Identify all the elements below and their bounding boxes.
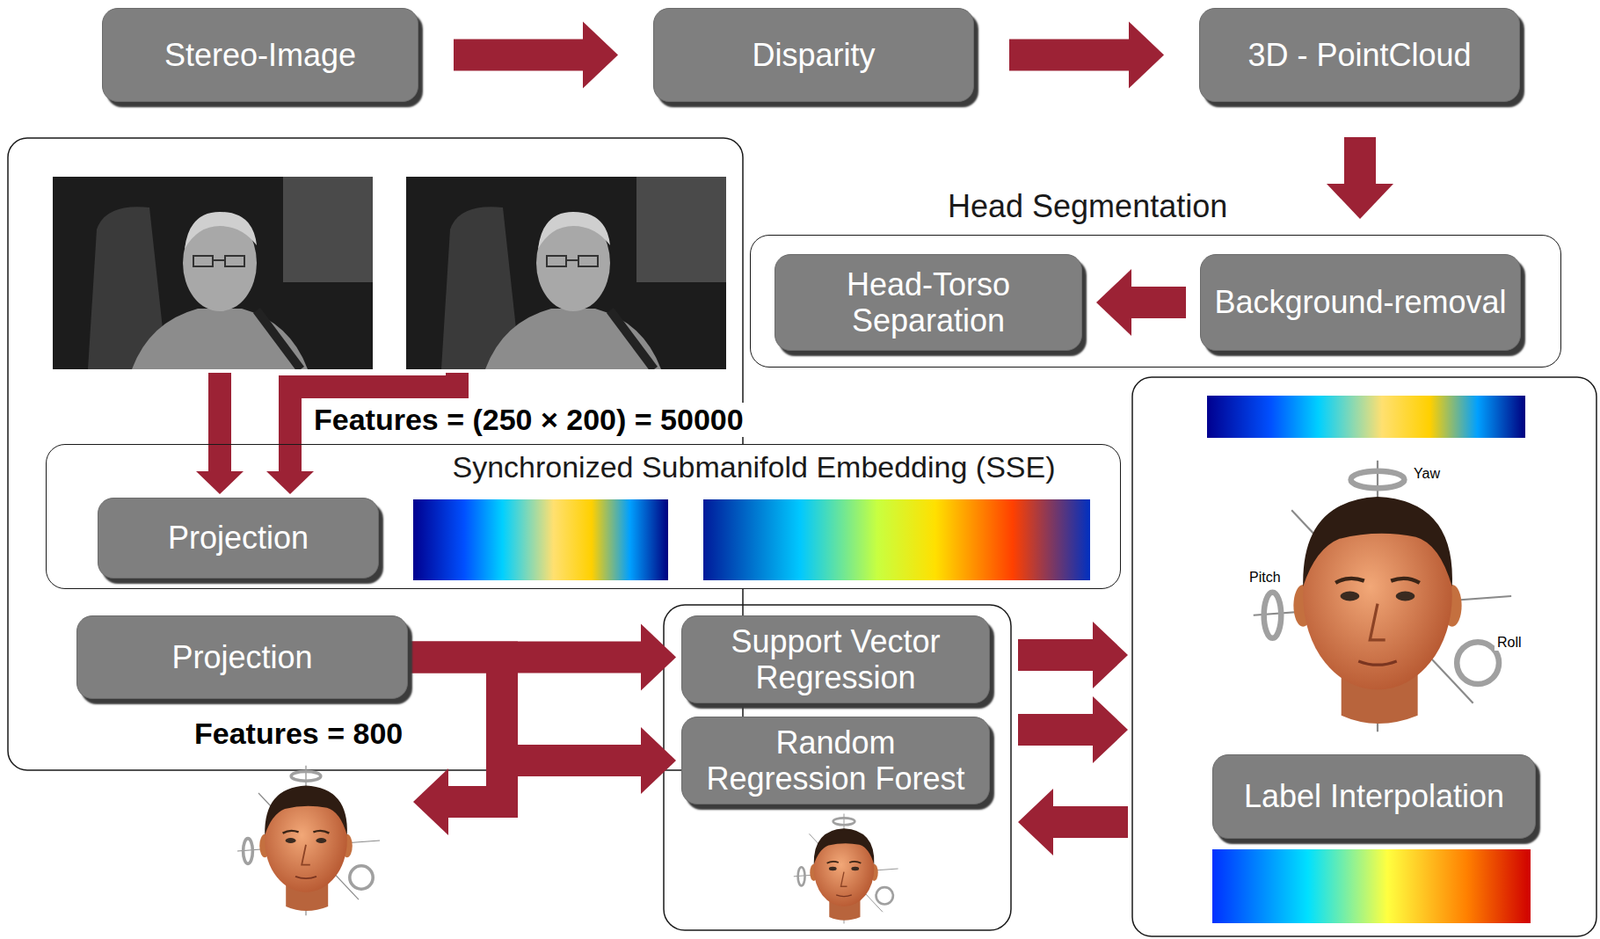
process-box: Background-removal [1200,254,1521,351]
process-box: Random Regression Forest [681,716,990,805]
panel [1132,377,1597,937]
arrow-head [1128,21,1164,89]
process-box: Disparity [653,7,975,102]
process-box: Projection [76,615,408,699]
process-box: Head-Torso Separation [774,254,1083,351]
arrow-head [266,471,314,495]
arrow-head [640,624,677,691]
model-frame [663,604,1011,931]
process-box: Projection [97,497,379,579]
connector-shaft [1344,137,1376,184]
flow-connector [453,21,619,89]
connector-shaft [1131,286,1186,319]
flow-arrow [1018,696,1128,764]
connector-shaft [407,657,641,762]
flow-arrow [1018,621,1128,689]
arrow-head [582,21,619,89]
head-figure [793,814,899,924]
box-label: Random Regression Forest [692,724,979,798]
box-label: Support Vector Regression [692,623,979,697]
arrow-head [413,768,449,836]
depth-map [413,499,669,581]
connector-shaft [453,39,583,72]
box-label: Label Interpolation [1243,778,1505,815]
arrow-head [640,727,677,794]
depth-map [703,499,1091,581]
group-box: Synchronized Submanifold Embedding (SSE)… [45,443,1121,590]
annotation: Features = 800 [191,716,406,751]
box-label: Projection [167,519,309,556]
group-heading: Synchronized Submanifold Embedding (SSE) [398,450,1110,485]
box-label: Projection [171,639,313,676]
annotation: Roll [1494,634,1525,651]
flow-arrow [196,372,244,495]
box-label: Disparity [751,36,875,73]
head-figure [1253,460,1512,733]
box-label: 3D - PointCloud [1247,36,1471,73]
arrow-head [1326,183,1394,219]
connector-shaft [1009,39,1129,72]
box-label: Head-Torso Separation [785,266,1071,340]
box-label: Background-removal [1214,283,1506,320]
flow-connector [407,657,677,795]
flow-arrow [1018,788,1128,856]
annotation: Features = (250 × 200) = 50000 [311,402,747,437]
annotation: Pitch [1246,569,1284,586]
flow-connector [1096,269,1186,336]
stereo-photo [52,176,373,370]
process-box: 3D - PointCloud [1199,7,1520,102]
flow-connector [1009,21,1164,89]
process-box: Label Interpolation [1212,754,1536,839]
group-ground [45,443,1121,590]
process-box: Stereo-Image [101,7,419,102]
depth-map [1212,849,1531,924]
group-box: Head SegmentationHead-Torso SeparationBa… [749,234,1562,368]
group-heading: Head Segmentation [944,188,1231,225]
stereo-photo [406,176,727,370]
annotation: Yaw [1410,465,1443,482]
process-box: Support Vector Regression [681,615,990,704]
box-label: Stereo-Image [164,36,357,73]
flow-connector [1326,137,1394,219]
arrow-head [1096,269,1132,336]
head-figure [237,765,380,916]
depth-map [1207,395,1526,438]
